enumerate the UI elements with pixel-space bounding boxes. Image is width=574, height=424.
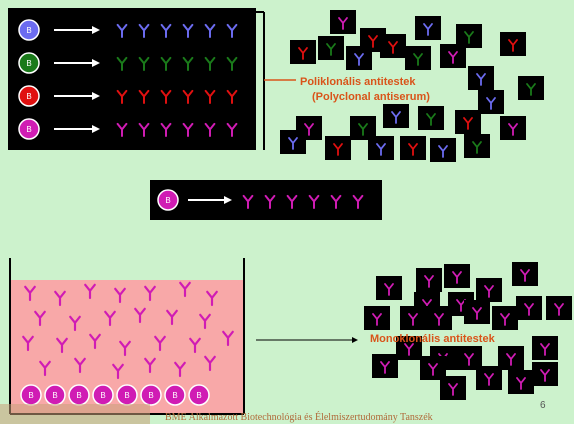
monoclonal-label: Monoklonális antitestek — [370, 333, 496, 345]
b-cell-label: B — [172, 391, 177, 400]
b-cell-label: B — [28, 391, 33, 400]
b-cell-label: B — [26, 59, 31, 68]
polyclonal-sublabel: (Polyclonal antiserum) — [312, 91, 430, 103]
b-cell-label: B — [26, 92, 31, 101]
polyclonal-antibody-cluster — [280, 10, 544, 162]
b-cell-icon — [18, 19, 40, 41]
b-cell-icon — [18, 118, 40, 140]
row-arrowhead — [92, 59, 100, 67]
b-cell-label: B — [26, 125, 31, 134]
monoclonal-antibody-cluster — [364, 262, 572, 400]
b-cell-icon — [188, 384, 210, 406]
row-arrowhead — [92, 125, 100, 133]
b-cell-icon — [164, 384, 186, 406]
monoclonal-clone-row: B — [150, 180, 382, 220]
b-cell-label: B — [26, 26, 31, 35]
polyclonal-label: Poliklonális antitestek — [300, 76, 416, 88]
b-cell-icon — [18, 85, 40, 107]
clone-b-cell-label: B — [165, 196, 170, 205]
b-cell-rows: B B B B — [18, 19, 238, 140]
footer-caption: BME Alkalmazott Biotechnológia és Élelmi… — [165, 411, 433, 423]
footer-logo — [0, 404, 150, 424]
row-arrowhead — [92, 92, 100, 100]
b-cell-icon — [18, 52, 40, 74]
b-cell-icon — [140, 384, 162, 406]
page-number: 6 — [540, 400, 546, 411]
b-cell-label: B — [196, 391, 201, 400]
b-cell-label: B — [52, 391, 57, 400]
b-cell-label: B — [124, 391, 129, 400]
row-arrowhead — [92, 26, 100, 34]
b-cell-label: B — [76, 391, 81, 400]
b-cell-label: B — [100, 391, 105, 400]
polyclonal-panel — [8, 8, 296, 150]
b-cell-label: B — [148, 391, 153, 400]
